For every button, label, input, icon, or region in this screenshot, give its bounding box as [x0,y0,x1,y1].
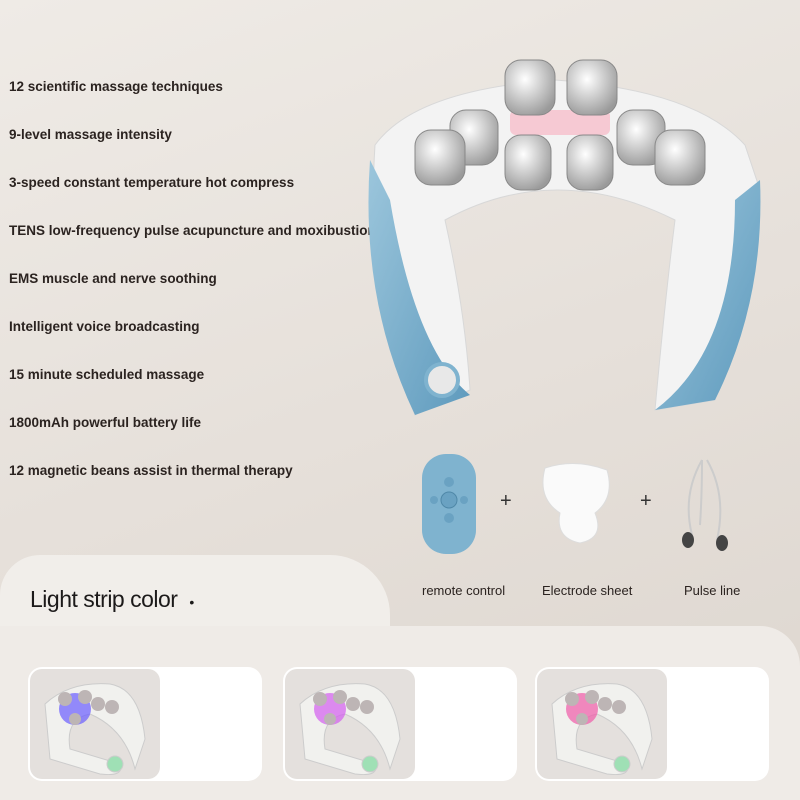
pulse-line-image [682,459,728,551]
accessory-label-pulse-line: Pulse line [684,583,741,598]
feature-item: 12 magnetic beans assist in thermal ther… [9,463,293,478]
plus-sign: + [640,490,652,512]
neck-massager-image [368,59,761,416]
feature-item: EMS muscle and nerve soothing [9,271,217,286]
light-color-thumbnail [285,669,415,779]
feature-item: 15 minute scheduled massage [9,367,205,382]
feature-item: 1800mAh powerful battery life [9,415,202,430]
feature-item: 3-speed constant temperature hot compres… [9,175,295,190]
feature-item: 9-level massage intensity [9,127,172,142]
feature-item: 12 scientific massage techniques [9,79,223,94]
accessory-label-electrode: Electrode sheet [542,583,633,598]
light-color-thumbnail [537,669,667,779]
accessory-label-remote: remote control [422,583,506,598]
section-title: Light strip color • [30,586,194,612]
plus-sign: + [500,490,512,512]
remote-control-image [422,454,476,554]
light-color-card [535,667,769,781]
electrode-sheet-image [542,462,610,544]
light-color-card [283,667,517,781]
feature-item: TENS low-frequency pulse acupuncture and… [9,223,376,238]
light-color-thumbnail [30,669,160,779]
feature-item: Intelligent voice broadcasting [9,319,200,334]
light-color-card [28,667,262,781]
